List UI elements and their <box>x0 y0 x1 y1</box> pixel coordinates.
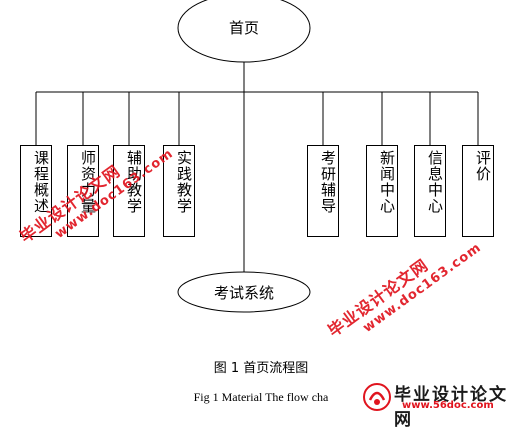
logo-icon <box>363 383 391 411</box>
flow-diagram: 首页 考试系统 课程概述 师资力量 辅助教学 实践教学 考研辅导 新闻中心 信息… <box>16 0 520 430</box>
box-label: 辅助教学 <box>125 150 143 214</box>
figure-caption-en: Fig 1 Material The flow cha <box>193 390 329 404</box>
box-evaluation: 评价 <box>462 145 494 237</box>
site-logo: 毕业设计论文网 www.56doc.com <box>362 380 520 430</box>
figure-caption-cn: 图 1 首页流程图 <box>213 361 309 376</box>
box-postgrad-tutoring: 考研辅导 <box>307 145 339 237</box>
box-label: 师资力量 <box>79 150 97 214</box>
box-label: 考研辅导 <box>319 150 337 214</box>
box-teaching-aid: 辅助教学 <box>113 145 145 237</box>
box-label: 新闻中心 <box>378 150 396 214</box>
box-faculty: 师资力量 <box>67 145 99 237</box>
box-label: 课程概述 <box>32 150 50 214</box>
exam-node-ellipse <box>177 271 311 313</box>
home-node-label: 首页 <box>228 19 259 37</box>
box-practice-teaching: 实践教学 <box>163 145 195 237</box>
box-label: 评价 <box>474 150 492 182</box>
exam-node-label: 考试系统 <box>213 284 274 302</box>
box-info-center: 信息中心 <box>414 145 446 237</box>
box-label: 信息中心 <box>426 150 444 214</box>
logo-url: www.56doc.com <box>402 400 494 411</box>
box-news-center: 新闻中心 <box>366 145 398 237</box>
box-course-overview: 课程概述 <box>20 145 52 237</box>
box-label: 实践教学 <box>175 150 193 214</box>
diagram-lines <box>35 0 479 313</box>
